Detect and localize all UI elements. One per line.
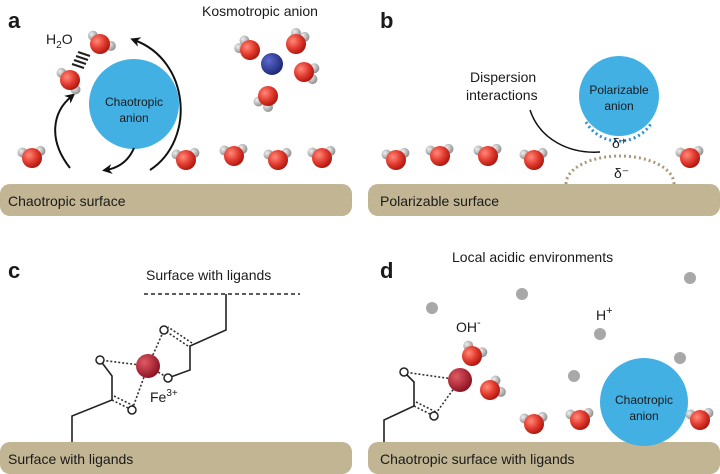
ligand-oxygens-d: [399, 367, 439, 421]
proton-4: [568, 370, 580, 382]
dispersion-label-1: Dispersion: [470, 69, 536, 85]
arrow-left: [54, 93, 76, 169]
water-b-surface-0-oxygen: [386, 150, 406, 170]
upper-ligand-chain: [167, 294, 227, 379]
iron-ion-d: [448, 368, 472, 392]
panel-a: Kosmotropic anion H2O Chaotropic anion: [46, 3, 318, 174]
hydroxide-label: OH-: [456, 317, 481, 335]
proton-0: [426, 302, 438, 314]
surface-bar-d: [368, 442, 720, 474]
chaotropic-anion-d: [600, 358, 688, 446]
arrow-bottom: [102, 147, 135, 174]
water-a-surface-1-oxygen: [176, 150, 196, 170]
surface-bar-b: [368, 184, 720, 216]
chaotropic-anion-a: [89, 59, 179, 149]
surface-bar-a: [0, 184, 352, 216]
proton-5: [684, 272, 696, 284]
acidic-environments-label: Local acidic environments: [452, 249, 613, 265]
kosmo-water-3-oxygen: [294, 62, 314, 82]
water-b-surface-2-oxygen: [478, 146, 498, 166]
ligand-double-bond-d-2: [415, 401, 437, 413]
water-a-top-oxygen: [90, 34, 110, 54]
ligand-surface-label: Surface with ligands: [146, 267, 271, 283]
panel-letter-d: d: [380, 258, 393, 283]
water-d-oh2-oxygen: [480, 380, 500, 400]
polarizable-anion-label-2: anion: [604, 99, 633, 113]
proton-3: [674, 352, 686, 364]
delta-minus-arc: [564, 154, 676, 185]
water-a-surface-0-oxygen: [22, 148, 42, 168]
surface-label-d: Chaotropic surface with ligands: [380, 451, 575, 467]
lower-double-bond-2: [113, 395, 135, 407]
panel-b: Dispersion interactions Polarizable anio…: [466, 56, 676, 185]
dispersion-pointer: [529, 109, 601, 153]
ligand-oxygens-c: [95, 325, 173, 415]
kosmo-water-4-oxygen: [258, 86, 278, 106]
water-a-surface-2-oxygen: [224, 146, 244, 166]
water-d-surface-2-oxygen: [690, 410, 710, 430]
water-b-surface-4-oxygen: [680, 148, 700, 168]
delta-minus: δ⁻: [614, 165, 629, 181]
molecules: [17, 28, 714, 434]
upper-double-bond-2: [167, 326, 193, 344]
panel-letter-b: b: [380, 8, 393, 33]
polarizable-anion: [579, 56, 659, 136]
chaotropic-anion-a-label-1: Chaotropic: [105, 95, 163, 109]
water-b-surface-3-oxygen: [524, 150, 544, 170]
kosmotropic-anion-label: Kosmotropic anion: [202, 3, 318, 19]
surface-label-b: Polarizable surface: [380, 193, 499, 209]
ligand-chain-d: [383, 371, 415, 442]
kosmo-water-2-oxygen: [286, 34, 306, 54]
water-a-mid-oxygen: [60, 70, 80, 90]
proton-1: [516, 288, 528, 300]
water-d-surface-0-oxygen: [524, 414, 544, 434]
panel-letter-c: c: [8, 258, 20, 283]
proton-2: [594, 328, 606, 340]
water-d-oh1-oxygen: [462, 346, 482, 366]
water-d-surface-1-oxygen: [570, 410, 590, 430]
hydrogen-bond: [71, 51, 91, 69]
water-a-surface-4-oxygen: [312, 148, 332, 168]
lower-ligand-chain: [71, 359, 113, 442]
surface-label-a: Chaotropic surface: [8, 193, 126, 209]
chaotropic-anion-d-label-2: anion: [629, 409, 658, 423]
chaotropic-anion-d-label-1: Chaotropic: [615, 393, 673, 407]
panel-letter-a: a: [8, 8, 21, 33]
panel-d: Local acidic environments OH- H+ Chaotro…: [383, 249, 688, 446]
chaotropic-anion-a-label-2: anion: [119, 111, 148, 125]
kosmotropic-center: [261, 53, 283, 75]
polarizable-anion-label-1: Polarizable: [589, 83, 649, 97]
surface-bar-c: [0, 442, 352, 474]
surface-label-c: Surface with ligands: [8, 451, 133, 467]
kosmo-water-1-oxygen: [240, 40, 260, 60]
iron-ion: [136, 354, 160, 378]
iron-label: Fe3+: [150, 388, 178, 405]
upper-double-bond: [163, 329, 189, 347]
water-label: H2O: [46, 31, 73, 51]
delta-plus: δ⁺: [612, 135, 627, 151]
arrow-top-right: [130, 37, 182, 171]
water-a-surface-3-oxygen: [268, 150, 288, 170]
water-b-surface-1-oxygen: [430, 146, 450, 166]
dispersion-label-2: interactions: [466, 87, 538, 103]
proton-label: H+: [596, 305, 613, 323]
panel-c: Surface with ligands Fe3+: [71, 267, 300, 442]
